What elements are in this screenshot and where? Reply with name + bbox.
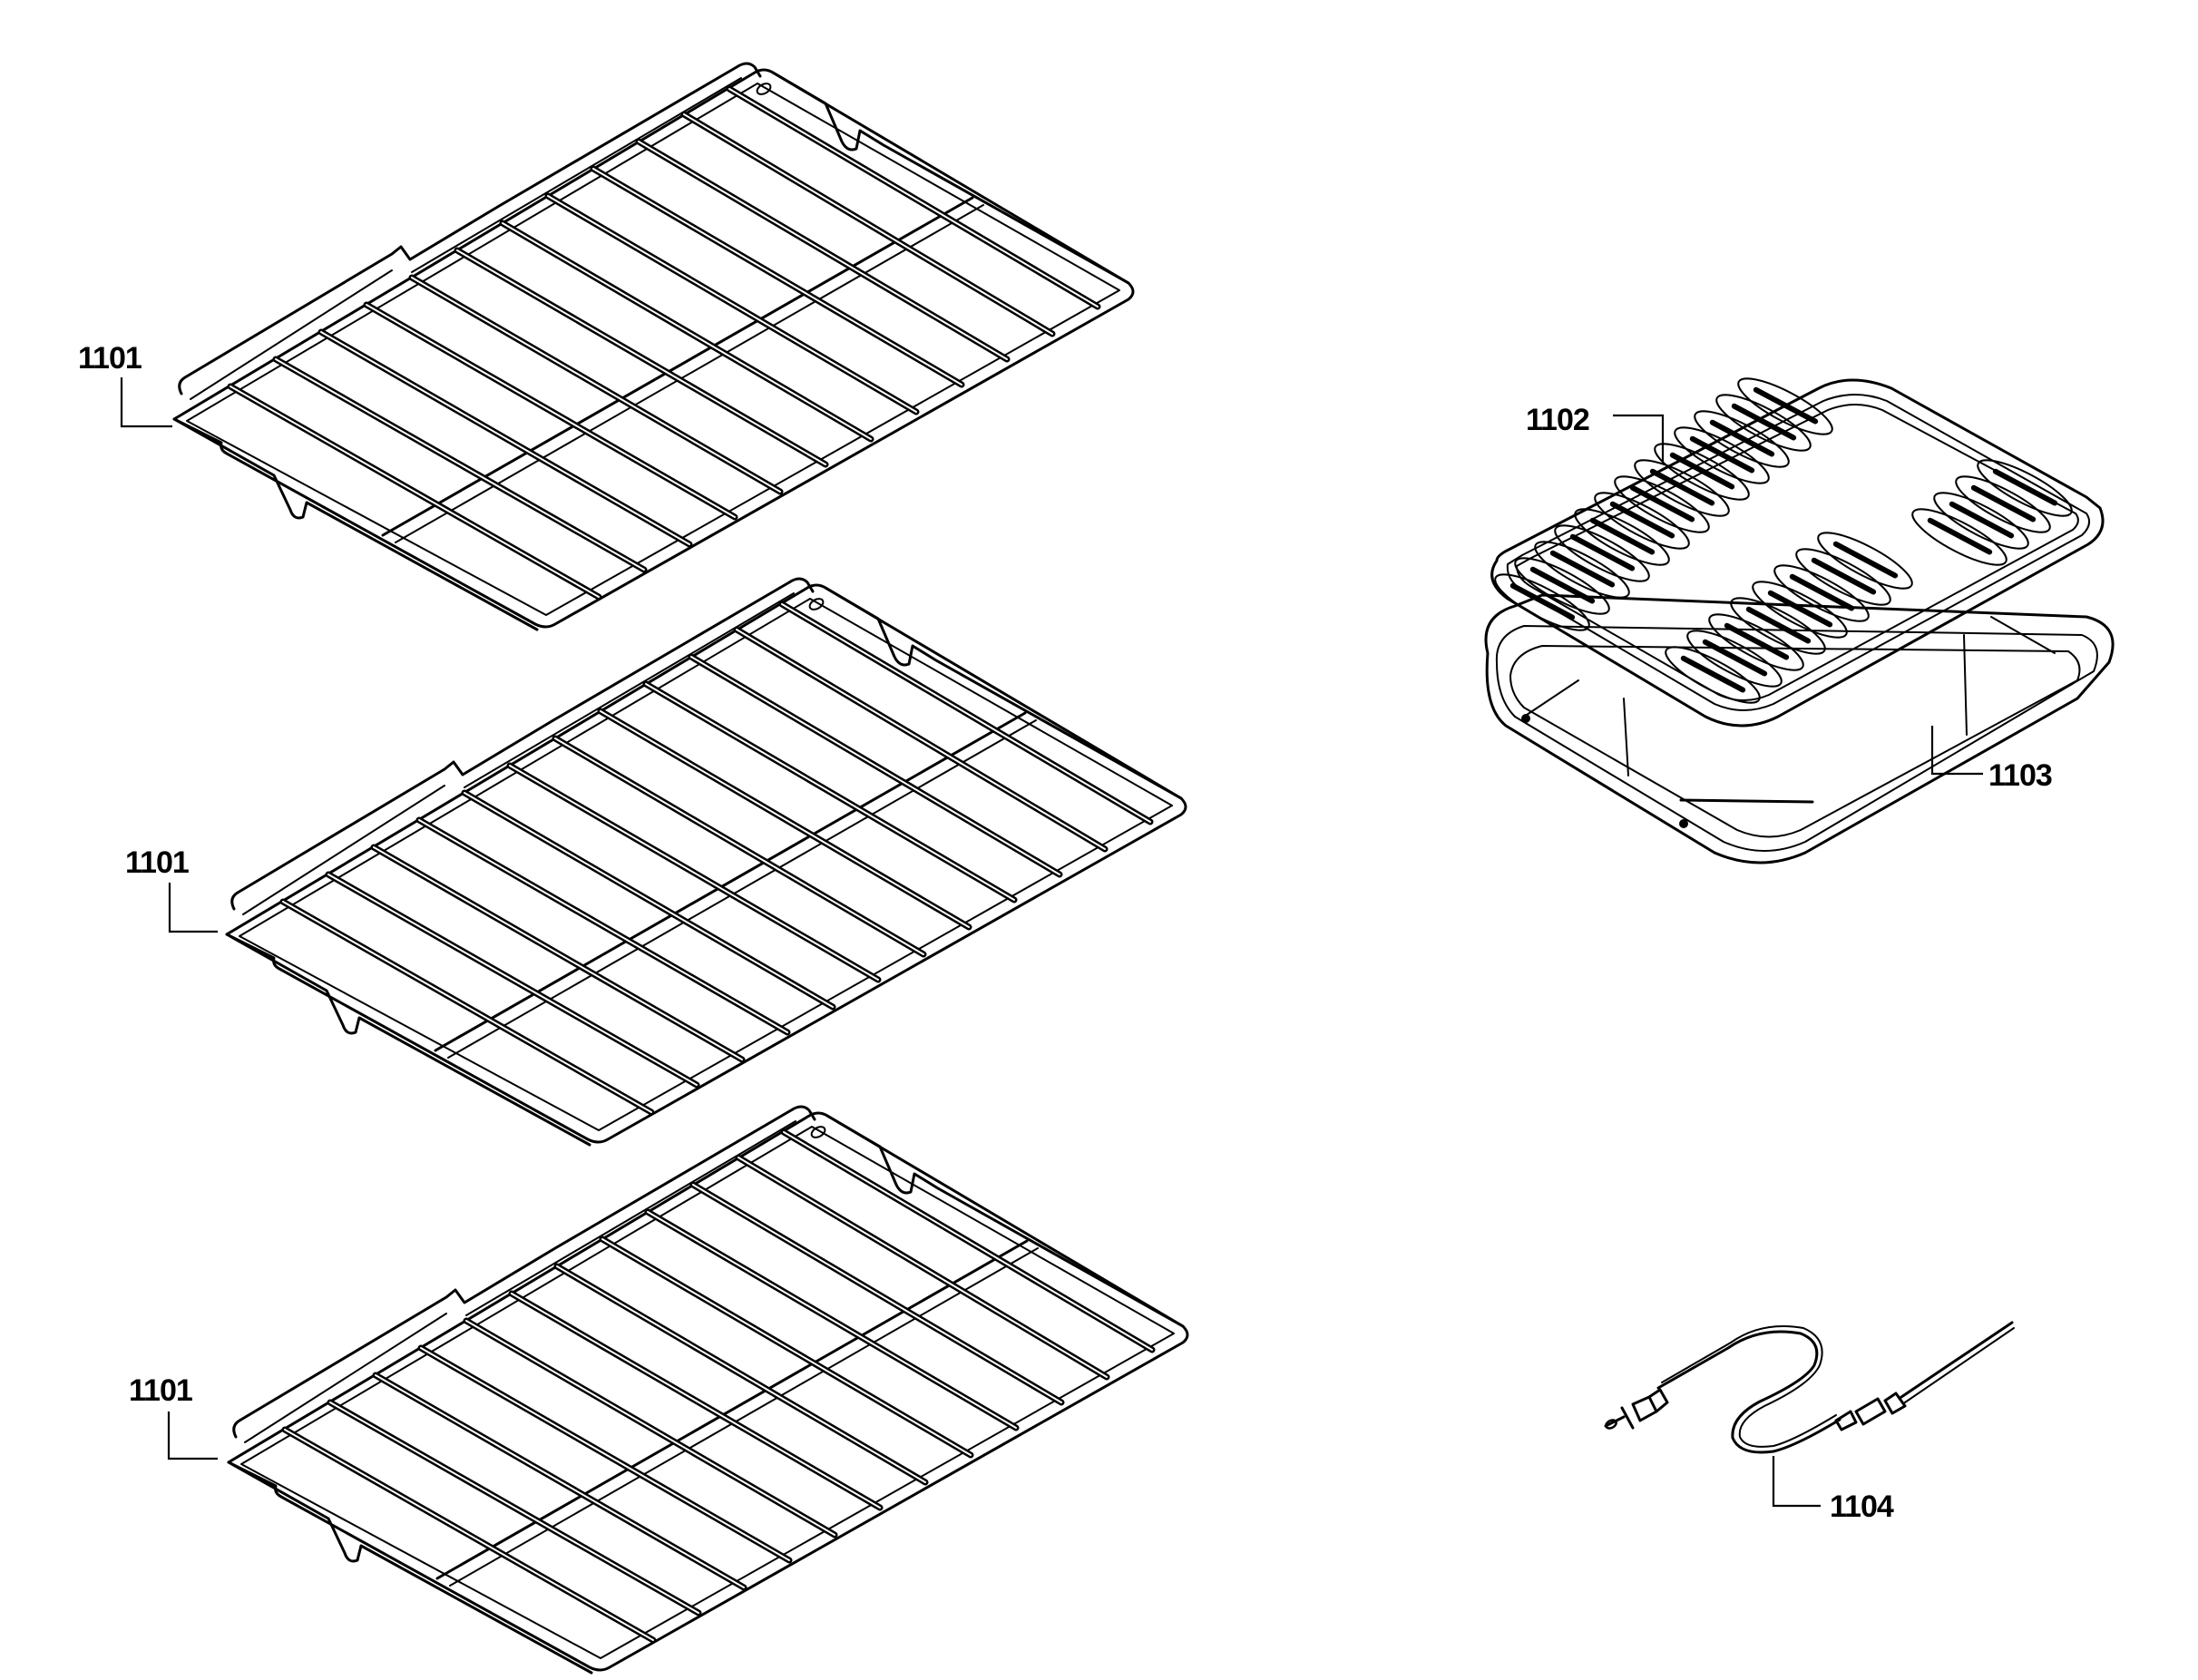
broiler-insert	[1490, 377, 2105, 728]
broiler-pan	[1484, 593, 2115, 864]
callout-rack-3: 1101	[129, 1373, 218, 1460]
callout-label-1101-bottom: 1101	[129, 1373, 192, 1408]
callout-label-1104: 1104	[1830, 1490, 1894, 1524]
callout-label-1103: 1103	[1988, 758, 2052, 793]
oven-rack-3	[229, 1107, 1187, 1673]
callout-label-1101-middle: 1101	[125, 845, 189, 880]
callout-broiler-pan: 1103	[1930, 726, 2053, 793]
callout-rack-1: 1101	[78, 341, 172, 428]
broiler-insert-slots	[1494, 377, 2073, 704]
meat-probe	[1604, 1321, 2015, 1454]
oven-rack-2	[227, 579, 1186, 1145]
callout-broiler-insert: 1102	[1526, 403, 1665, 463]
callout-meat-probe: 1104	[1772, 1456, 1895, 1524]
callout-label-1101-top: 1101	[78, 341, 142, 376]
oven-rack-1	[174, 63, 1133, 630]
callout-rack-2: 1101	[125, 845, 218, 933]
callout-label-1102: 1102	[1526, 403, 1589, 437]
